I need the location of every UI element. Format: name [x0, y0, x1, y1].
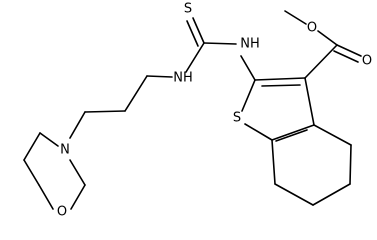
bond-c3a-c4: [313, 124, 352, 146]
bond-c-c-left: [23, 159, 40, 186]
atom-nh-right: NH: [240, 37, 260, 52]
atom-o-carbonyl: O: [362, 54, 372, 69]
bond-ch2a-ch2b: [124, 75, 148, 112]
atom-s-thiocarbonyl: S: [184, 2, 192, 17]
bond-cs-nh: [185, 42, 205, 73]
atom-o-ester: O: [307, 21, 317, 36]
bond-s-c2: [241, 79, 256, 112]
bond-carbonyl-double-1: [336, 44, 362, 57]
atom-o-morpholine: O: [57, 205, 67, 220]
bond-c7a-s: [244, 123, 273, 141]
bond-n-c-right: [69, 159, 86, 186]
atom-n-morpholine: N: [60, 143, 70, 158]
bond-nh-cs: [203, 42, 237, 45]
bond-c2-c3-inner: [261, 84, 301, 87]
bond-c4-c5: [349, 144, 352, 185]
bond-c2-nh: [240, 55, 256, 81]
bond-c-n-left: [39, 132, 59, 147]
bond-c5-c6: [312, 183, 351, 206]
bond-c-c-top: [23, 132, 41, 161]
bond-carbonyl-ring: [304, 44, 338, 79]
bond-c7-c7a: [271, 139, 276, 185]
bond-cs-double-2: [186, 20, 199, 47]
bond-c6-c7: [274, 183, 314, 206]
atom-nh-left: NH: [173, 71, 193, 86]
bond-cs-double-1: [192, 17, 205, 44]
bond-c-o-right: [70, 184, 86, 210]
bond-carbonyl-double-2: [333, 50, 359, 63]
bond-ch2c-n: [69, 111, 86, 139]
bond-o-c-left: [38, 184, 54, 210]
chemical-structure-diagram: O O S NH NH S N O: [23, 2, 372, 220]
bond-c3-c3a: [304, 77, 315, 126]
bond-methyl-o: [284, 10, 307, 25]
bond-c3a-c7a-inner: [275, 129, 308, 142]
bond-o-carbonyl-c: [317, 30, 338, 46]
bond-c2-c3-double: [254, 77, 306, 81]
atom-s-thiophene: S: [233, 111, 241, 126]
molecule-drawing: O O S NH NH S N O: [23, 2, 372, 220]
bond-c3a-c7a: [271, 124, 315, 141]
bond-nh-ch2a: [146, 75, 173, 78]
bond-ch2b-ch2c: [84, 110, 126, 113]
